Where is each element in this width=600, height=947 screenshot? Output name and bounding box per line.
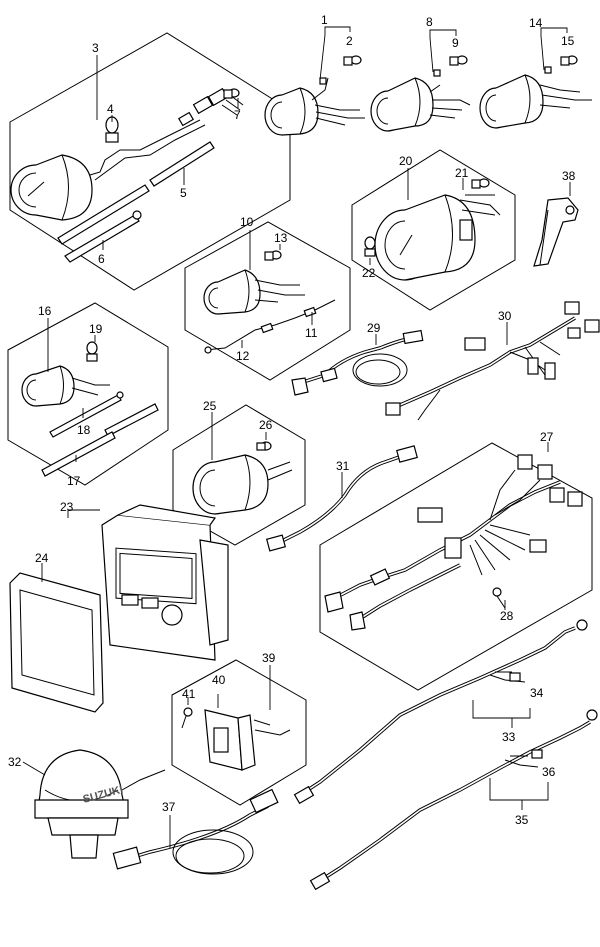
- callout-3: 3: [92, 41, 99, 55]
- group-3: 3 4 5 6 7: [9, 32, 291, 291]
- sensor-32: SUZUKI 32: [8, 749, 166, 859]
- group-20: 20 21 22: [351, 149, 516, 311]
- bulb-21: [471, 178, 490, 189]
- callout-12: 12: [236, 349, 250, 363]
- callout-32: 32: [8, 755, 22, 769]
- tube-5: [149, 141, 215, 187]
- bulb-7: [223, 88, 240, 99]
- callout-40: 40: [212, 673, 226, 687]
- callout-29: 29: [367, 321, 381, 335]
- group-39: 39 40 41: [171, 651, 307, 806]
- callout-26: 26: [259, 418, 273, 432]
- bracket-38: 38: [533, 169, 579, 267]
- group-10: 10 13 11 12: [184, 215, 351, 381]
- callout-38: 38: [562, 169, 576, 183]
- display-cover-24: 24: [9, 551, 104, 713]
- bulb-2: [343, 55, 362, 66]
- cable-31: 31: [265, 445, 418, 552]
- callout-11: 11: [305, 326, 318, 340]
- clip-34: [509, 672, 521, 682]
- bulb-26: [256, 441, 272, 451]
- callout-16: 16: [38, 304, 52, 318]
- callout-17: 17: [67, 474, 81, 488]
- callout-33: 33: [502, 730, 516, 744]
- callout-1: 1: [321, 13, 328, 27]
- callout-25: 25: [203, 399, 217, 413]
- callout-4: 4: [107, 102, 114, 116]
- callout-5: 5: [180, 186, 187, 200]
- callout-31: 31: [336, 459, 350, 473]
- callout-41: 41: [182, 687, 196, 701]
- callout-10: 10: [240, 215, 254, 229]
- harness-30: 30: [385, 301, 600, 421]
- gauge-1: [264, 77, 365, 136]
- callout-34: 34: [530, 686, 544, 700]
- callout-24: 24: [35, 551, 49, 565]
- callout-8: 8: [426, 15, 433, 29]
- wire-35: 35 36: [309, 709, 598, 891]
- callout-9: 9: [452, 36, 459, 50]
- gauge-14: [479, 66, 592, 129]
- gauge-3: [10, 154, 93, 221]
- callout-23: 23: [60, 500, 74, 514]
- wire-33: 33 34: [293, 619, 588, 805]
- cable-37: 37: [112, 788, 279, 875]
- screw-28: [492, 587, 506, 609]
- screw-41: [181, 707, 193, 729]
- group-27: 27 28: [319, 430, 593, 691]
- callout-14: 14: [529, 16, 543, 30]
- group-25: 25 26: [172, 399, 306, 546]
- bulb-9: [449, 55, 468, 66]
- callout-20: 20: [399, 154, 413, 168]
- callout-21: 21: [455, 166, 469, 180]
- tie-6: [64, 210, 142, 263]
- callout-15: 15: [561, 34, 575, 48]
- callout-19: 19: [89, 322, 103, 336]
- callout-18: 18: [77, 423, 91, 437]
- clip-36: [531, 749, 543, 759]
- callout-7: 7: [234, 108, 241, 122]
- bulb-19: [86, 341, 98, 362]
- callout-22: 22: [362, 266, 376, 280]
- callout-6: 6: [98, 252, 105, 266]
- callout-37: 37: [162, 800, 176, 814]
- callout-36: 36: [542, 765, 556, 779]
- tube-17-upper: [57, 184, 150, 245]
- cable-29: 29: [291, 321, 424, 396]
- group-16: 16 19 18 17: [7, 302, 169, 488]
- bulb-22: [364, 236, 376, 257]
- bulb-13: [264, 250, 282, 261]
- callout-35: 35: [515, 813, 529, 827]
- callout-39: 39: [262, 651, 276, 665]
- callout-28: 28: [500, 609, 514, 623]
- display-23: 23: [60, 500, 229, 661]
- callout-27: 27: [540, 430, 554, 444]
- callout-13: 13: [274, 231, 288, 245]
- callout-2: 2: [346, 34, 353, 48]
- gauge-8: [370, 69, 471, 132]
- bulb-15: [560, 55, 578, 66]
- callout-30: 30: [498, 309, 512, 323]
